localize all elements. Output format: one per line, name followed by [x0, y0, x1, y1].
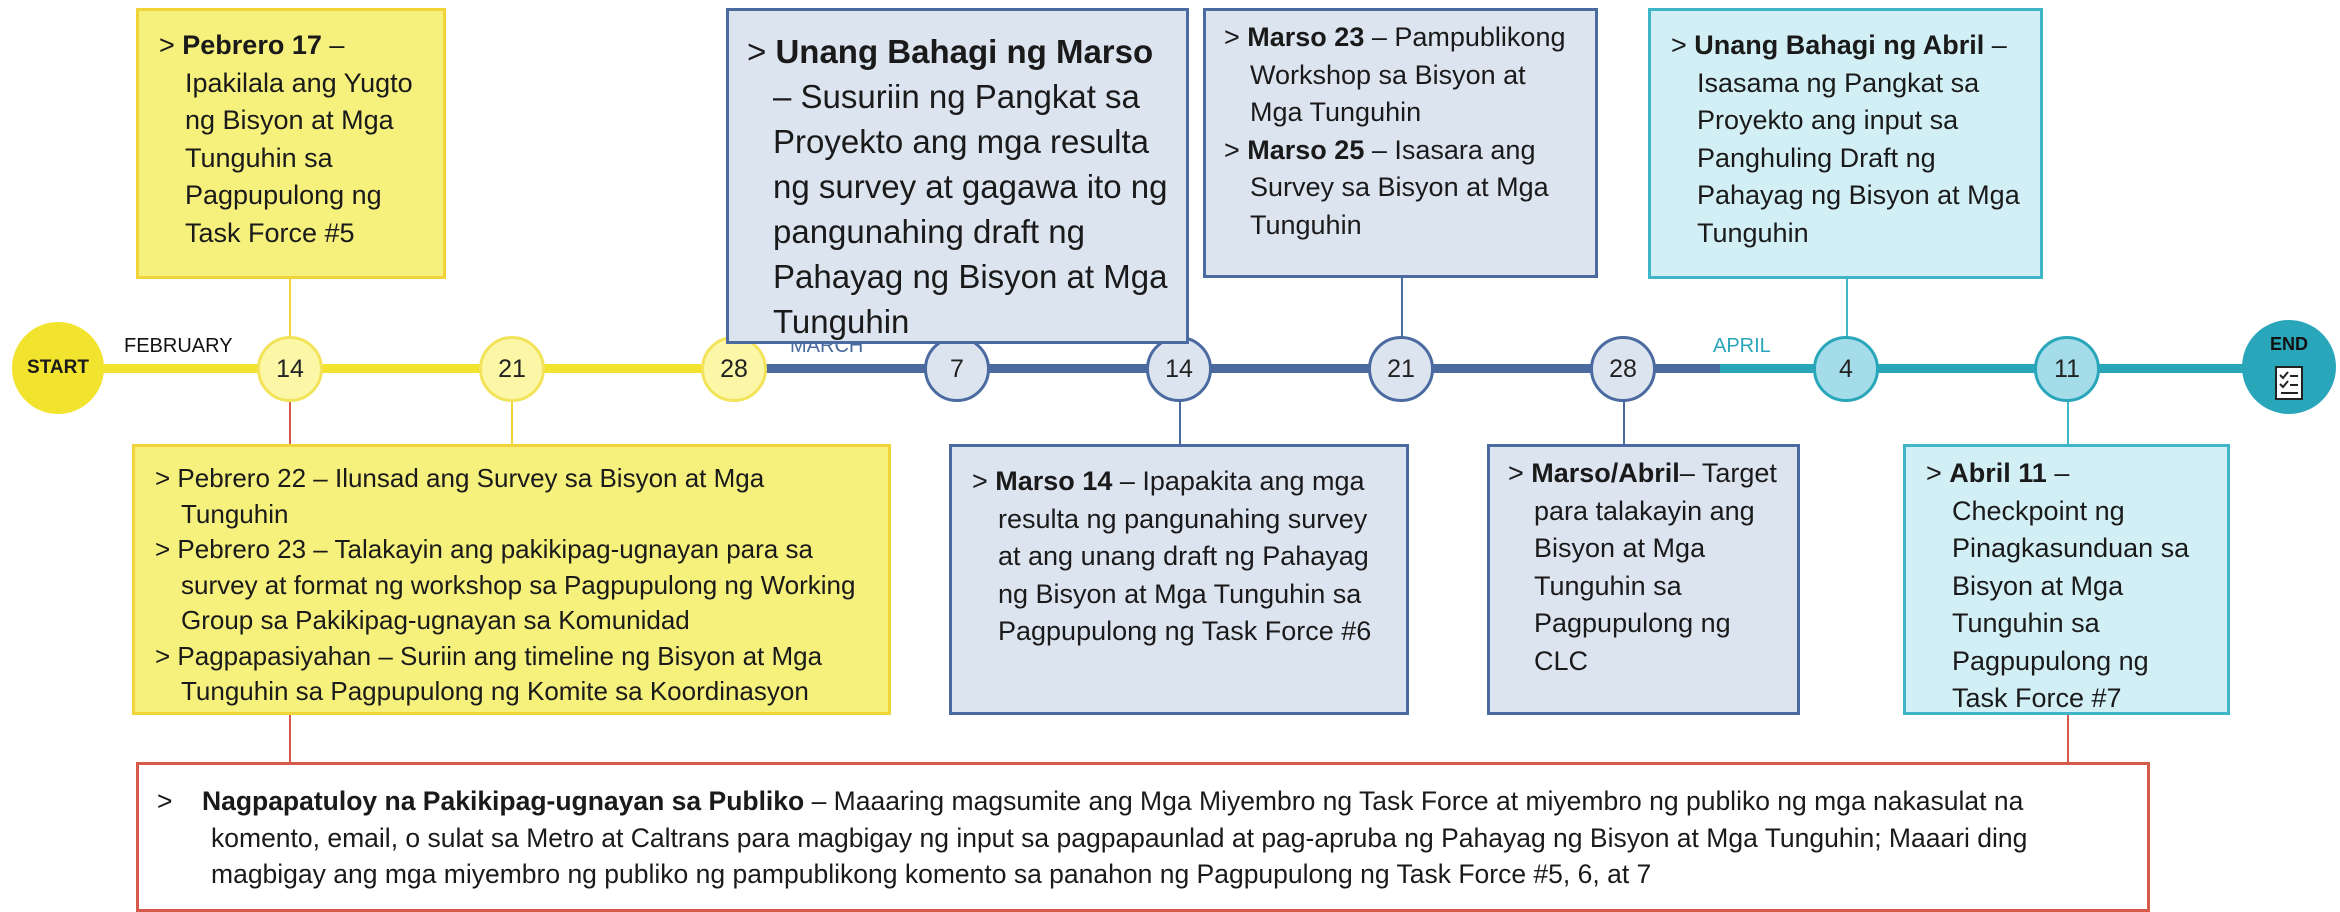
event-item: > Pagpapasiyahan – Suriin ang timeline n…	[155, 640, 823, 707]
event-text: – Maaaring magsumite ang Mga Miyembro ng…	[211, 786, 2028, 889]
event-box-march-14: > Marso 14 – Ipapakita ang mga resulta n…	[949, 444, 1409, 715]
event-item: > Marso 25 – Isasara ang Survey sa Bisyo…	[1224, 134, 1549, 240]
timeline-node: 7	[924, 336, 990, 402]
event-text: Pebrero 23 – Talakayin ang pakikipag-ugn…	[177, 534, 856, 635]
event-text: – Isasara ang Survey sa Bisyon at Mga Tu…	[1250, 134, 1549, 240]
connector-line	[1179, 400, 1181, 445]
event-text: Pebrero 22 – Ilunsad ang Survey sa Bisyo…	[177, 463, 765, 529]
event-item: > Pebrero 23 – Talakayin ang pakikipag-u…	[155, 534, 856, 635]
month-label-april: APRIL	[1713, 335, 1771, 357]
end-label: END	[2269, 334, 2308, 354]
event-text: – Checkpoint ng Pinagkasunduan sa Bisyon…	[1952, 458, 2190, 713]
event-box-early-march: > Unang Bahagi ng Marso – Susuriin ng Pa…	[726, 8, 1189, 344]
timeline-node: 28	[1590, 336, 1656, 402]
event-box-late-february: > Pebrero 22 – Ilunsad ang Survey sa Bis…	[132, 444, 891, 715]
event-text: – Susuriin ng Pangkat sa Proyekto ang mg…	[773, 78, 1168, 340]
event-text: – Pampublikong Workshop sa Bisyon at Mga…	[1250, 22, 1566, 127]
event-item: > Abril 11 – Checkpoint ng Pinagkasundua…	[1926, 458, 2190, 713]
event-date: Marso/Abril	[1531, 458, 1680, 488]
start-label: START	[27, 357, 89, 378]
event-box-february-17: > Pebrero 17 – Ipakilala ang Yugto ng Bi…	[136, 8, 446, 279]
event-item: > Pebrero 17 – Ipakilala ang Yugto ng Bi…	[159, 30, 413, 248]
event-box-march-april: > Marso/Abril– Target para talakayin ang…	[1487, 444, 1800, 715]
connector-line	[1401, 275, 1403, 350]
event-item: > Pebrero 22 – Ilunsad ang Survey sa Bis…	[155, 463, 765, 529]
connector-line	[511, 400, 513, 445]
event-text: – Isasama ng Pangkat sa Proyekto ang inp…	[1697, 30, 2020, 248]
connector-line	[2067, 712, 2069, 765]
timeline-node: 21	[479, 336, 545, 402]
event-item: > Marso/Abril– Target para talakayin ang…	[1508, 458, 1777, 676]
timeline-segment-april	[1720, 364, 2270, 373]
event-date: Marso 14	[995, 466, 1113, 496]
event-date: Unang Bahagi ng Marso	[775, 33, 1154, 70]
event-date: Abril 11	[1949, 458, 2047, 488]
connector-line	[2067, 400, 2069, 445]
event-item: > Marso 14 – Ipapakita ang mga resulta n…	[972, 466, 1372, 646]
event-text: – Ipapakita ang mga resulta ng pangunahi…	[998, 466, 1372, 646]
event-item: > Unang Bahagi ng Abril – Isasama ng Pan…	[1671, 30, 2020, 248]
ongoing-engagement-box: > Nagpapatuloy na Pakikipag-ugnayan sa P…	[136, 762, 2150, 912]
event-text: Pagpapasiyahan – Suriin ang timeline ng …	[177, 640, 823, 707]
checklist-icon	[2275, 366, 2303, 400]
event-item: > Marso 23 – Pampublikong Workshop sa Bi…	[1224, 22, 1566, 127]
event-item: > Unang Bahagi ng Marso – Susuriin ng Pa…	[747, 33, 1168, 340]
timeline-node: 14	[257, 336, 323, 402]
event-box-march-23-25: > Marso 23 – Pampublikong Workshop sa Bi…	[1203, 8, 1598, 278]
timeline-segment-march	[735, 364, 1720, 373]
event-date: Pebrero 17	[182, 30, 322, 60]
event-item: > Nagpapatuloy na Pakikipag-ugnayan sa P…	[157, 786, 2028, 889]
start-marker: START	[12, 322, 104, 414]
event-date: Unang Bahagi ng Abril	[1694, 30, 1985, 60]
connector-line	[1623, 400, 1625, 445]
timeline-node: 4	[1813, 336, 1879, 402]
connector-line	[1846, 275, 1848, 350]
event-title: Nagpapatuloy na Pakikipag-ugnayan sa Pub…	[201, 786, 805, 816]
event-text: – Ipakilala ang Yugto ng Bisyon at Mga T…	[185, 30, 413, 248]
timeline-segment-february	[55, 364, 735, 373]
timeline-node: 14	[1146, 336, 1212, 402]
event-box-april-11: > Abril 11 – Checkpoint ng Pinagkasundua…	[1903, 444, 2230, 715]
event-date: Marso 25	[1247, 134, 1365, 165]
timeline-node: 28	[701, 336, 767, 402]
end-marker: END	[2242, 320, 2336, 414]
timeline-node: 21	[1368, 336, 1434, 402]
event-box-early-april: > Unang Bahagi ng Abril – Isasama ng Pan…	[1648, 8, 2043, 279]
event-text: – Target para talakayin ang Bisyon at Mg…	[1534, 458, 1777, 676]
event-date: Marso 23	[1247, 22, 1365, 52]
timeline-node: 11	[2034, 336, 2100, 402]
connector-line	[289, 275, 291, 350]
month-label-february: FEBRUARY	[124, 335, 233, 357]
